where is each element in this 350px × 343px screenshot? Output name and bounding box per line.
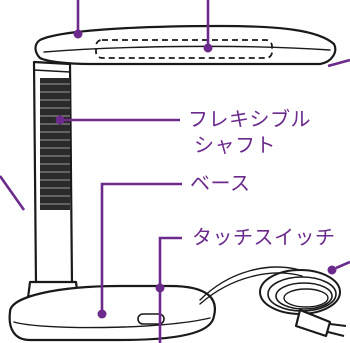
leader-base-dot: [98, 310, 107, 319]
leader-plug-dot: [328, 266, 337, 275]
lamp-base: [10, 286, 215, 340]
leader-touch-switch-dot: [156, 284, 165, 293]
power-cord: [200, 267, 346, 336]
flexible-shaft-label-line1: フレキシブル: [188, 107, 311, 131]
flexible-shaft-label-line2: シャフト: [194, 133, 276, 157]
flexible-shaft: [28, 62, 78, 298]
leader-head-left-dot: [74, 30, 83, 39]
leader-flexible-shaft-dot: [56, 116, 65, 125]
base-label: ベース: [190, 171, 251, 195]
leader-plug: [336, 262, 350, 268]
touch-switch-label: タッチスイッチ: [192, 225, 336, 249]
leader-left-edge: [0, 176, 24, 210]
leader-window-dot: [204, 44, 213, 53]
leader-head-right: [328, 60, 350, 66]
